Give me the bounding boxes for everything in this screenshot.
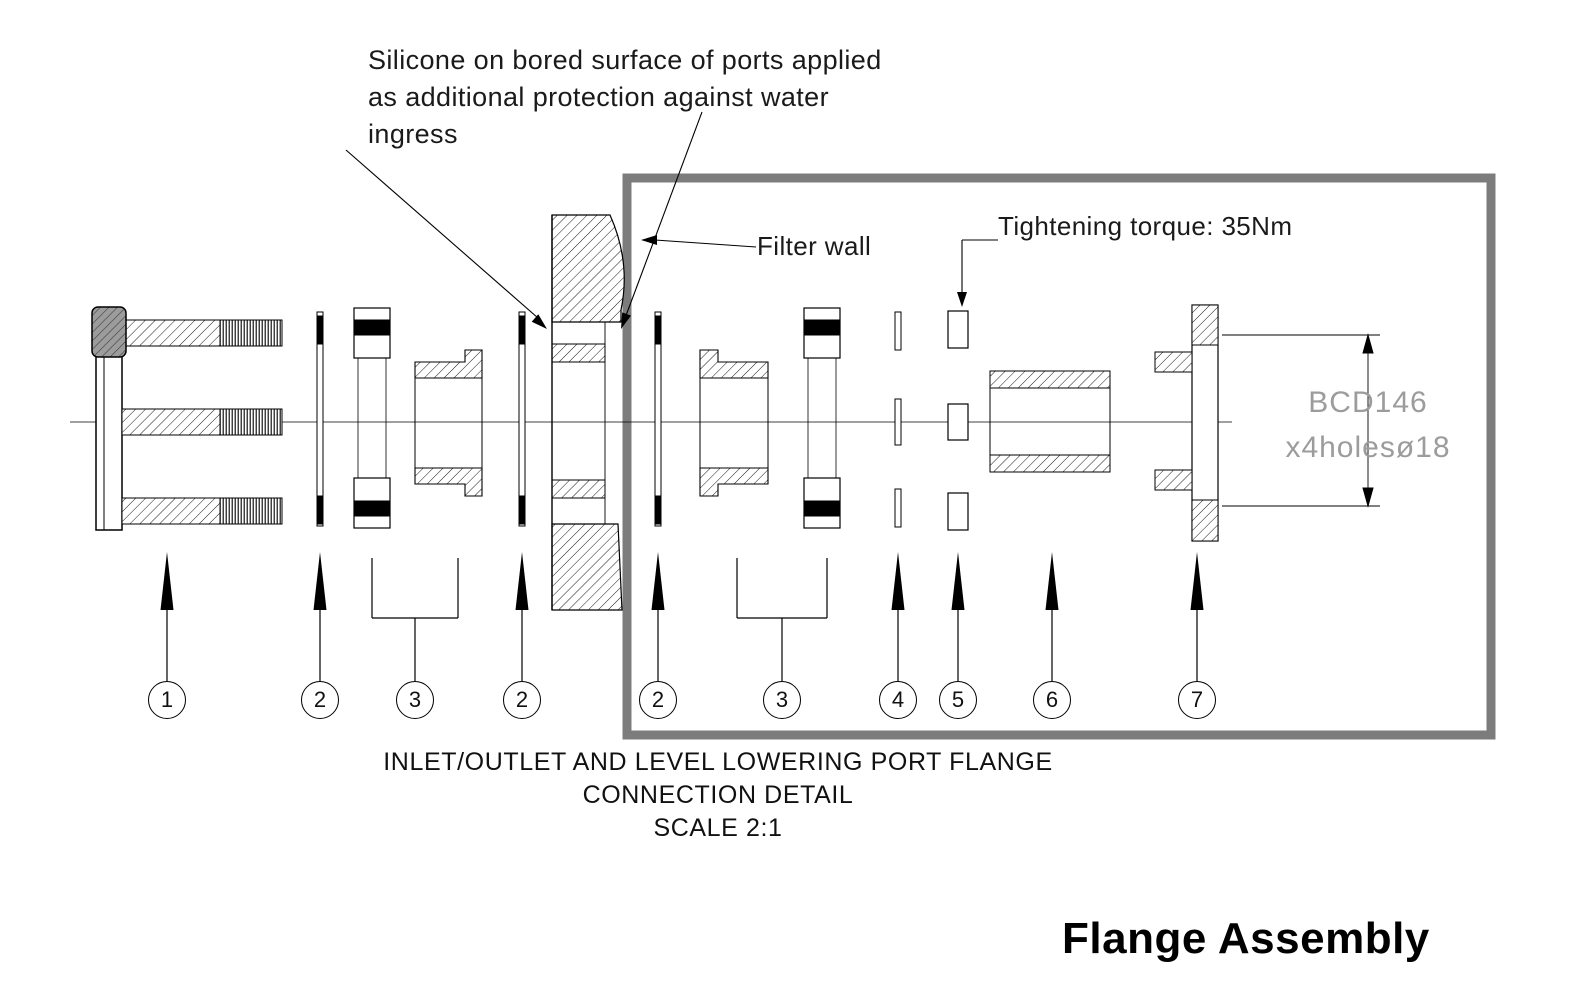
view-title-line3: SCALE 2:1	[653, 814, 783, 842]
part-spacer-tube	[989, 370, 1111, 473]
part-port-bushing-2	[699, 349, 769, 497]
drawing-caption: Flange Assembly	[1062, 914, 1430, 963]
leader-filter-wall	[641, 235, 757, 248]
part-seal-ring-1	[353, 307, 391, 529]
leader-torque	[957, 239, 998, 307]
dimension-bcd: BCD146	[1308, 386, 1428, 419]
torque-label: Tightening torque: 35Nm	[998, 211, 1293, 241]
view-title-line2: CONNECTION DETAIL	[582, 781, 854, 809]
balloon-7: 7	[1178, 681, 1216, 719]
detail-frame	[622, 173, 1496, 740]
filter-wall-label: Filter wall	[757, 231, 872, 261]
view-title-line1: INLET/OUTLET AND LEVEL LOWERING PORT FLA…	[383, 748, 1053, 776]
dimension-lines	[1222, 333, 1380, 508]
view-title: INLET/OUTLET AND LEVEL LOWERING PORT FLA…	[368, 746, 1068, 845]
part-port-bushing-1	[414, 349, 483, 497]
part-flange	[1154, 304, 1219, 542]
balloon-2c: 2	[639, 681, 677, 719]
part-nut-set	[947, 310, 969, 531]
part-bolt-assembly	[91, 306, 283, 531]
balloon-2b: 2	[503, 681, 541, 719]
part-gasket-1	[316, 311, 324, 527]
part-seal-ring-2	[803, 307, 841, 529]
part-gasket-2	[518, 311, 526, 527]
silicone-note: Silicone on bored surface of ports appli…	[368, 45, 882, 149]
balloon-arrows	[160, 552, 1204, 681]
balloon-5: 5	[939, 681, 977, 719]
bolt-head	[91, 306, 127, 358]
dimension-holes: x4holesø18	[1285, 431, 1451, 464]
balloon-1: 1	[148, 681, 186, 719]
balloon-3b: 3	[763, 681, 801, 719]
balloon-6: 6	[1033, 681, 1071, 719]
part-gasket-3	[654, 311, 662, 527]
part-filter-wall	[551, 214, 625, 611]
balloon-2a: 2	[301, 681, 339, 719]
leader-silicone	[345, 111, 703, 329]
balloon-4: 4	[879, 681, 917, 719]
part-shim-set	[894, 311, 902, 528]
balloon-3a: 3	[396, 681, 434, 719]
dimension-text: BCD146 x4holesø18	[1258, 380, 1478, 470]
